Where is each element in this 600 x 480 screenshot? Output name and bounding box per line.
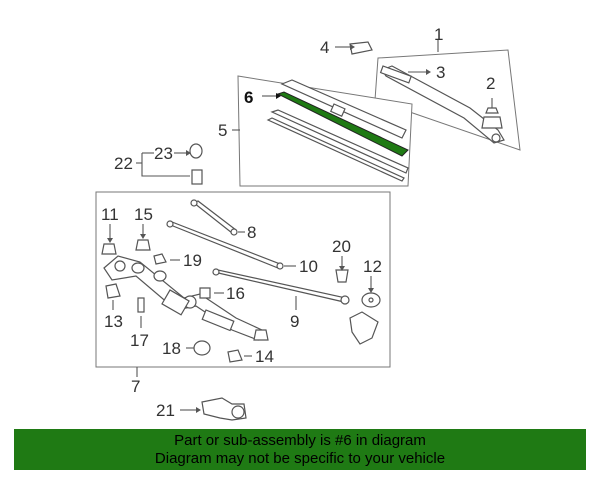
callout-5: 5: [218, 121, 227, 140]
callout-23: 23: [154, 144, 173, 163]
callout-9: 9: [290, 312, 299, 331]
bushing-11: [101, 243, 117, 255]
nut-14: [227, 349, 243, 363]
callout-2: 2: [486, 74, 495, 93]
callout-4: 4: [320, 38, 329, 57]
wiper-arm: [381, 65, 505, 144]
callout-15: 15: [134, 205, 153, 224]
callout-7: 7: [131, 377, 140, 396]
callout-16: 16: [226, 284, 245, 303]
callout-17: 17: [130, 331, 149, 350]
callout-10: 10: [299, 257, 318, 276]
banner-line-2: Diagram may not be specific to your vehi…: [154, 450, 446, 467]
callout-22: 22: [114, 154, 133, 173]
bracket-nut: [253, 329, 269, 341]
banner-line-1: Part or sub-assembly is #6 in diagram: [174, 432, 426, 449]
callout-1: 1: [434, 25, 443, 44]
bolt-17: [137, 297, 145, 313]
nut-19: [153, 253, 167, 265]
wiper-motor-group: [180, 397, 247, 421]
callout-3: 3: [436, 63, 445, 82]
arm-joint-cover: [349, 41, 373, 55]
arm-nut: [485, 107, 499, 114]
callout-6: 6: [244, 88, 253, 107]
linkage-group: [95, 191, 391, 377]
callout-11: 11: [101, 205, 119, 224]
callout-12: 12: [363, 257, 382, 276]
pivot-bracket: [349, 311, 379, 345]
callout-20: 20: [332, 237, 351, 256]
wiper-blade-group: [232, 75, 413, 187]
washer-clip-group: [136, 143, 203, 185]
highlight-banner: Part or sub-assembly is #6 in diagram Di…: [14, 429, 586, 470]
bushing-18: [193, 340, 211, 356]
washer-nozzle: [189, 143, 203, 159]
bushing-15: [135, 239, 151, 251]
blade-spine: [266, 117, 405, 182]
parts-diagram: 1 2 3 4 5 6 7 8 9 10 11 12 13 14 15 16 1…: [95, 25, 521, 421]
callout-8: 8: [247, 223, 256, 242]
callout-18: 18: [162, 339, 181, 358]
callout-19: 19: [183, 251, 202, 270]
cap-16: [199, 287, 211, 299]
callout-13: 13: [104, 312, 123, 331]
wiper-arm-group: [335, 40, 521, 151]
blade-refill: [270, 109, 409, 174]
blade-insert-highlight: [276, 91, 409, 157]
arm-cover: [379, 65, 412, 84]
grommet-20: [335, 269, 349, 283]
hose-clip: [191, 169, 203, 185]
callout-21: 21: [156, 401, 175, 420]
callout-14: 14: [255, 347, 274, 366]
pivot-cap: [481, 116, 503, 129]
nut-13: [105, 283, 121, 299]
